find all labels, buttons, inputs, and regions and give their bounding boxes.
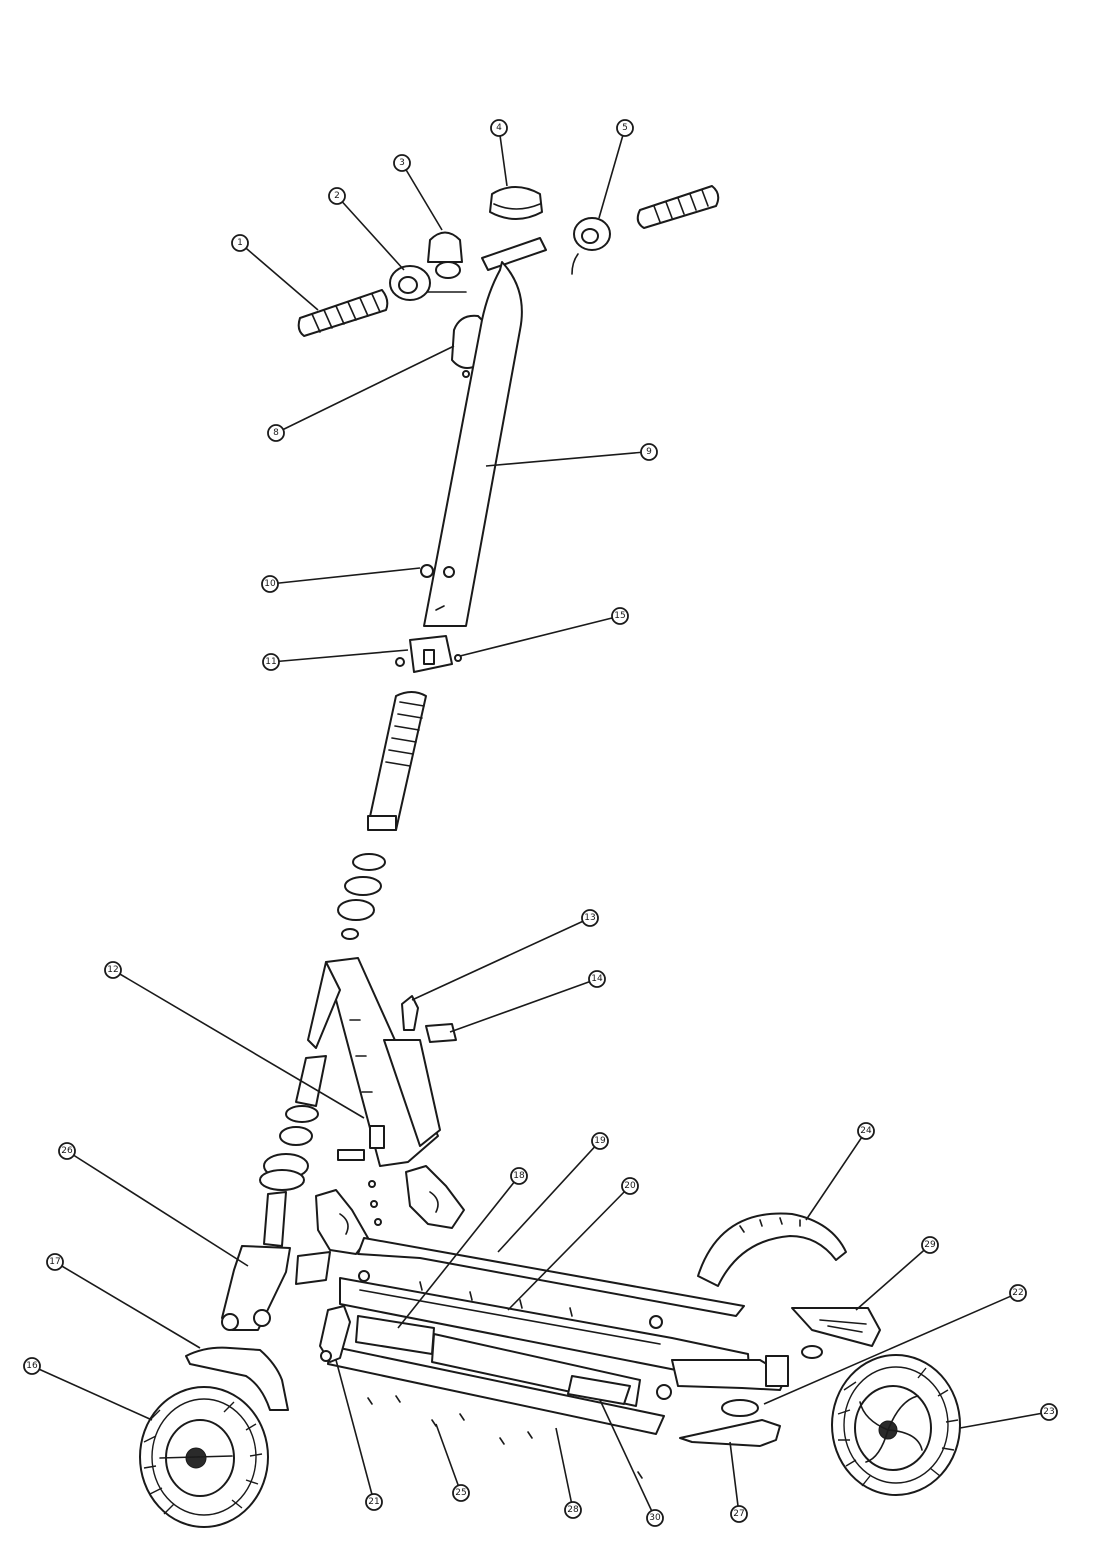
- front-fender: [185, 1346, 289, 1411]
- front-sensor: [319, 1305, 351, 1363]
- callout-label-4: 4: [496, 123, 502, 133]
- fork-steerer: [367, 691, 427, 831]
- callout-label-22: 22: [1012, 1288, 1023, 1298]
- callout-4: 4: [490, 119, 508, 137]
- left-throttle: [389, 265, 467, 301]
- rear-fender: [697, 1212, 847, 1287]
- latch-handle: [425, 1023, 457, 1043]
- callout-label-24: 24: [860, 1126, 872, 1136]
- callout-22: 22: [1009, 1284, 1027, 1302]
- callout-14: 14: [588, 970, 606, 988]
- rear-spacer: [721, 1345, 823, 1417]
- callout-3: 3: [393, 154, 411, 172]
- callout-label-30: 30: [649, 1513, 661, 1523]
- headset-bearings: [337, 853, 386, 940]
- battery-pack: [431, 1333, 641, 1407]
- callout-label-12: 12: [107, 965, 118, 975]
- callout-label-16: 16: [26, 1361, 38, 1371]
- callout-24: 24: [857, 1122, 875, 1140]
- callout-label-15-upper: 15: [614, 611, 625, 621]
- fork-bushing: [259, 1055, 327, 1191]
- bell: [427, 231, 463, 279]
- controller-box: [355, 1315, 435, 1355]
- callout-label-29: 29: [924, 1240, 936, 1250]
- callout-label-17: 17: [49, 1257, 60, 1267]
- callout-label-28: 28: [567, 1505, 579, 1515]
- callout-25: 25: [452, 1484, 470, 1502]
- stem-washer: [420, 564, 434, 578]
- callout-20: 20: [621, 1177, 639, 1195]
- callout-label-2: 2: [334, 191, 340, 201]
- stem-clamp: [395, 635, 462, 673]
- callout-30: 30: [646, 1509, 664, 1527]
- rear-arm: [656, 1355, 789, 1400]
- right-throttle: [571, 217, 611, 275]
- callout-label-14: 14: [591, 974, 603, 984]
- front-wheel: [139, 1386, 269, 1528]
- callout-5: 5: [616, 119, 634, 137]
- callout-17: 17: [46, 1253, 64, 1271]
- callout-label-27: 27: [733, 1509, 744, 1519]
- frame-brackets: [315, 1149, 465, 1255]
- folding-lever: [383, 995, 441, 1147]
- callout-29: 29: [921, 1236, 939, 1254]
- callout-18: 18: [510, 1167, 528, 1185]
- callout-label-23: 23: [1043, 1407, 1054, 1417]
- callout-16: 16: [23, 1357, 41, 1375]
- callout-19: 19: [591, 1132, 609, 1150]
- callout-11: 11: [262, 653, 280, 671]
- callout-label-9: 9: [646, 447, 652, 457]
- callout-label-5: 5: [622, 123, 628, 133]
- callout-label-3: 3: [399, 158, 405, 168]
- tail-light: [791, 1307, 881, 1347]
- callout-label-21: 21: [368, 1497, 379, 1507]
- callout-1: 1: [231, 234, 249, 252]
- callout-label-20: 20: [624, 1181, 636, 1191]
- callout-26: 26: [58, 1142, 76, 1160]
- callout-9: 9: [640, 443, 658, 461]
- callout-label-10: 10: [264, 579, 276, 589]
- callout-13: 13: [581, 909, 599, 927]
- callout-label-26: 26: [61, 1146, 73, 1156]
- callout-label-18: 18: [513, 1171, 525, 1181]
- right-grip: [636, 185, 720, 229]
- rear-wheel: [831, 1354, 961, 1496]
- front-fork: [221, 1191, 291, 1331]
- callout-label-1: 1: [237, 238, 243, 248]
- handlebar-t-bar: [481, 237, 547, 271]
- callout-label-25: 25: [455, 1488, 466, 1498]
- callout-10: 10: [261, 575, 279, 593]
- callout-21: 21: [365, 1493, 383, 1511]
- leader-lines: [31, 127, 1050, 1519]
- callout-28: 28: [564, 1501, 582, 1519]
- callout-label-11: 11: [265, 657, 276, 667]
- callout-23: 23: [1040, 1403, 1058, 1421]
- stem-tube: [423, 261, 523, 627]
- callout-12: 12: [104, 961, 122, 979]
- display-unit: [489, 186, 543, 220]
- callout-15-upper: 15: [611, 607, 629, 625]
- left-grip: [297, 289, 389, 337]
- callout-label-8: 8: [273, 428, 279, 438]
- front-block: [295, 1251, 331, 1285]
- callout-27: 27: [730, 1505, 748, 1523]
- callout-2: 2: [328, 187, 346, 205]
- callout-8: 8: [267, 424, 285, 442]
- callout-label-19: 19: [594, 1136, 606, 1146]
- kickstand: [679, 1419, 781, 1447]
- callout-label-13: 13: [584, 913, 595, 923]
